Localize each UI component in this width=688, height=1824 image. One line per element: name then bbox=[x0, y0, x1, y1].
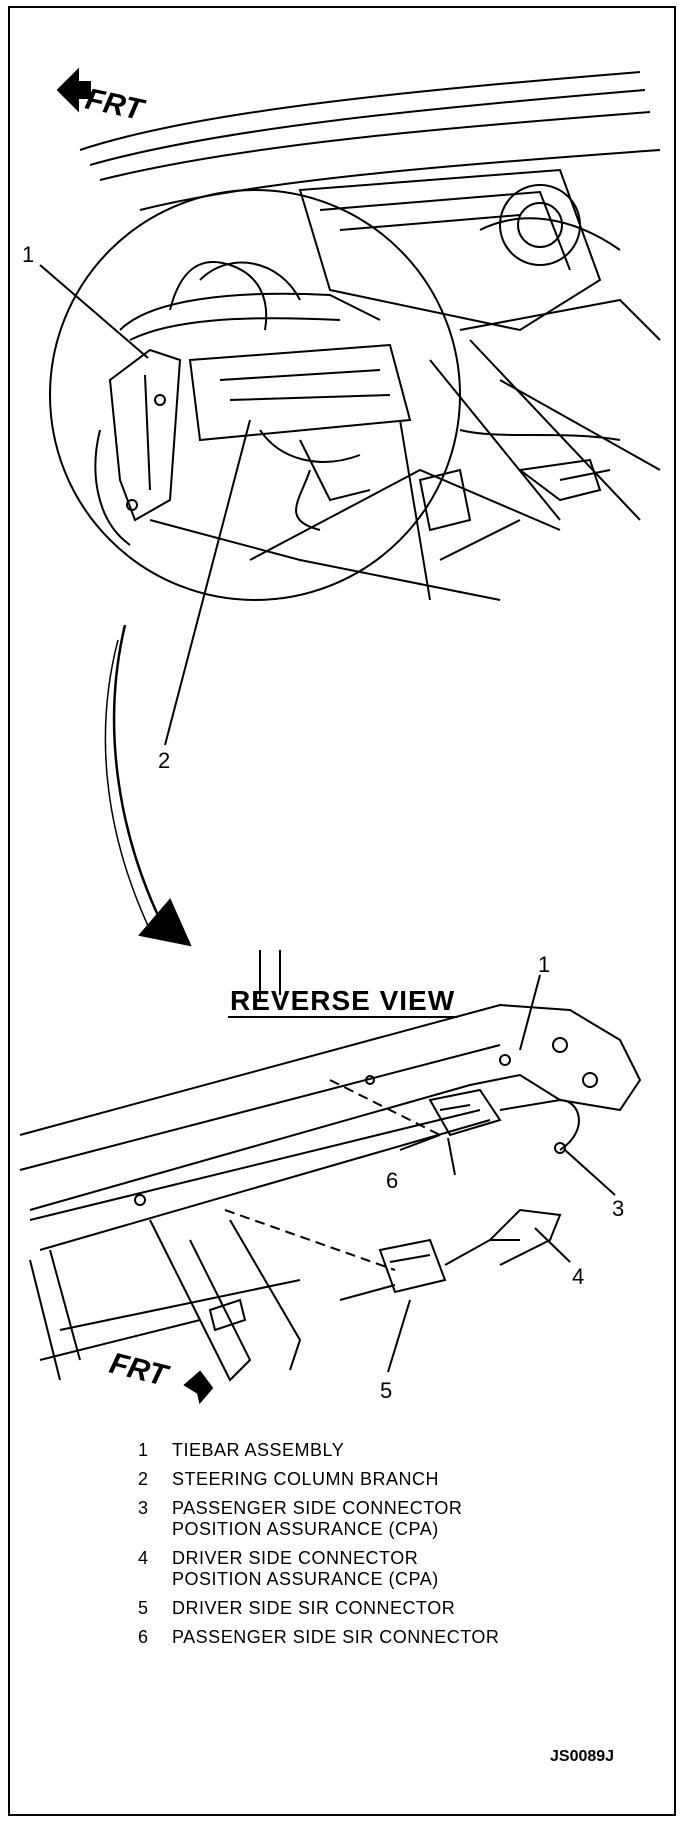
legend-item: 6 PASSENGER SIDE SIR CONNECTOR bbox=[138, 1627, 658, 1648]
frt-arrow-icon bbox=[56, 67, 91, 113]
legend-number: 1 bbox=[138, 1440, 149, 1460]
view-transition-arrow-icon bbox=[138, 898, 192, 947]
legend-text: DRIVER SIDE SIR CONNECTOR bbox=[172, 1598, 456, 1618]
detail-circle bbox=[49, 189, 461, 601]
legend-text: TIEBAR ASSEMBLY bbox=[172, 1440, 345, 1460]
reverse-view bbox=[19, 950, 642, 1405]
callout-1-top: 1 bbox=[22, 242, 34, 267]
legend-number: 5 bbox=[138, 1598, 149, 1618]
legend-item: 1 TIEBAR ASSEMBLY bbox=[138, 1440, 658, 1461]
callout-2: 2 bbox=[158, 748, 170, 773]
callout-3: 3 bbox=[612, 1196, 624, 1221]
legend-item: 2 STEERING COLUMN BRANCH bbox=[138, 1469, 658, 1490]
callout-1-reverse: 1 bbox=[538, 952, 550, 977]
legend-number: 4 bbox=[138, 1548, 149, 1568]
legend-text: DRIVER SIDE CONNECTOR POSITION ASSURANCE… bbox=[172, 1548, 439, 1589]
reverse-view-title: REVERSE VIEW bbox=[230, 985, 455, 1016]
legend: 1 TIEBAR ASSEMBLY 2 STEERING COLUMN BRAN… bbox=[138, 1440, 658, 1656]
legend-text: PASSENGER SIDE SIR CONNECTOR bbox=[172, 1627, 500, 1647]
callout-6: 6 bbox=[386, 1168, 398, 1193]
frt-arrow-icon bbox=[183, 1370, 214, 1405]
figure-frame bbox=[8, 6, 676, 1816]
top-view bbox=[39, 67, 661, 947]
legend-text: PASSENGER SIDE CONNECTOR POSITION ASSURA… bbox=[172, 1498, 463, 1539]
frt-label-bottom: FRT bbox=[106, 1347, 173, 1394]
legend-item: 4 DRIVER SIDE CONNECTOR POSITION ASSURAN… bbox=[138, 1548, 658, 1590]
legend-number: 2 bbox=[138, 1469, 149, 1489]
figure-code: JS0089J bbox=[550, 1748, 615, 1765]
legend-item: 3 PASSENGER SIDE CONNECTOR POSITION ASSU… bbox=[138, 1498, 658, 1540]
legend-item: 5 DRIVER SIDE SIR CONNECTOR bbox=[138, 1598, 658, 1619]
frt-label-top: FRT bbox=[83, 83, 149, 128]
callout-4: 4 bbox=[572, 1264, 584, 1289]
legend-number: 3 bbox=[138, 1498, 149, 1518]
legend-text: STEERING COLUMN BRANCH bbox=[172, 1469, 440, 1489]
callout-5: 5 bbox=[380, 1378, 392, 1403]
legend-number: 6 bbox=[138, 1627, 149, 1647]
